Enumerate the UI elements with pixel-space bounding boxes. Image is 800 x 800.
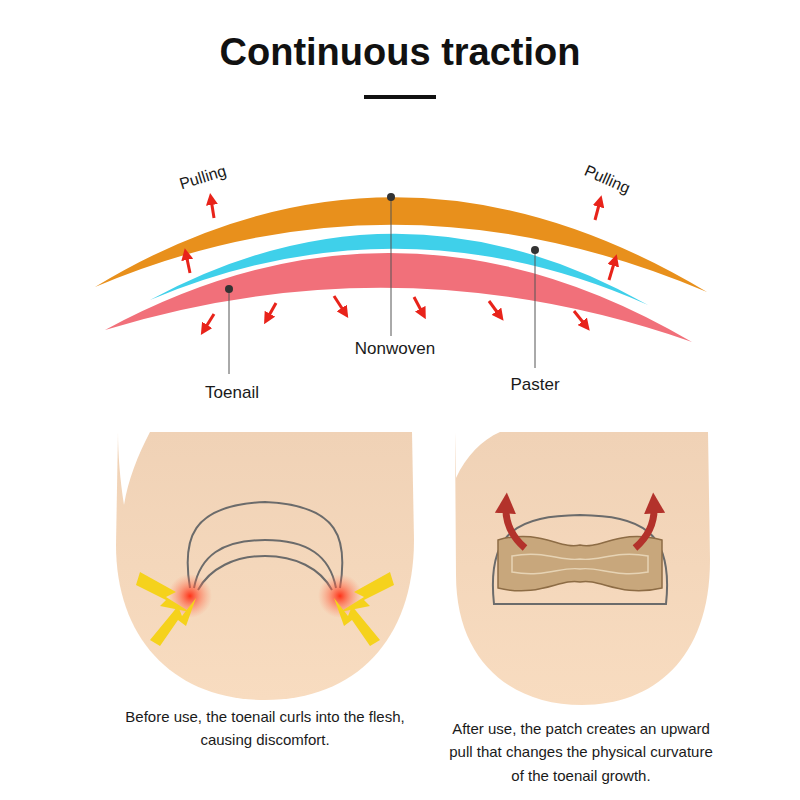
leader-dots <box>225 193 539 293</box>
lift-arrows <box>506 505 654 548</box>
title: Continuous traction <box>220 31 581 74</box>
toe-notch <box>118 432 150 505</box>
patch-inner <box>512 554 648 573</box>
illustration-caption: Before use, the toenail curls into the f… <box>123 705 408 752</box>
paster-layer <box>95 197 707 292</box>
force-label: Pulling <box>176 159 229 197</box>
toenail-layer <box>105 253 692 342</box>
part-name: Nonwoven <box>355 336 435 362</box>
part-name: Toenail <box>205 380 259 406</box>
title-underline <box>364 95 436 99</box>
force-arrows <box>186 199 615 330</box>
toe-before <box>116 432 414 700</box>
leader-lines <box>229 197 535 374</box>
force-label: Pulling <box>580 159 634 201</box>
curled-nail <box>188 502 343 590</box>
toe-notch <box>455 432 500 478</box>
flat-nail <box>493 515 667 604</box>
illustration-caption: After use, the patch creates an upward p… <box>446 717 716 787</box>
toe-after <box>455 432 710 705</box>
pain-bolt <box>136 572 394 646</box>
part-name: Paster <box>510 372 559 398</box>
